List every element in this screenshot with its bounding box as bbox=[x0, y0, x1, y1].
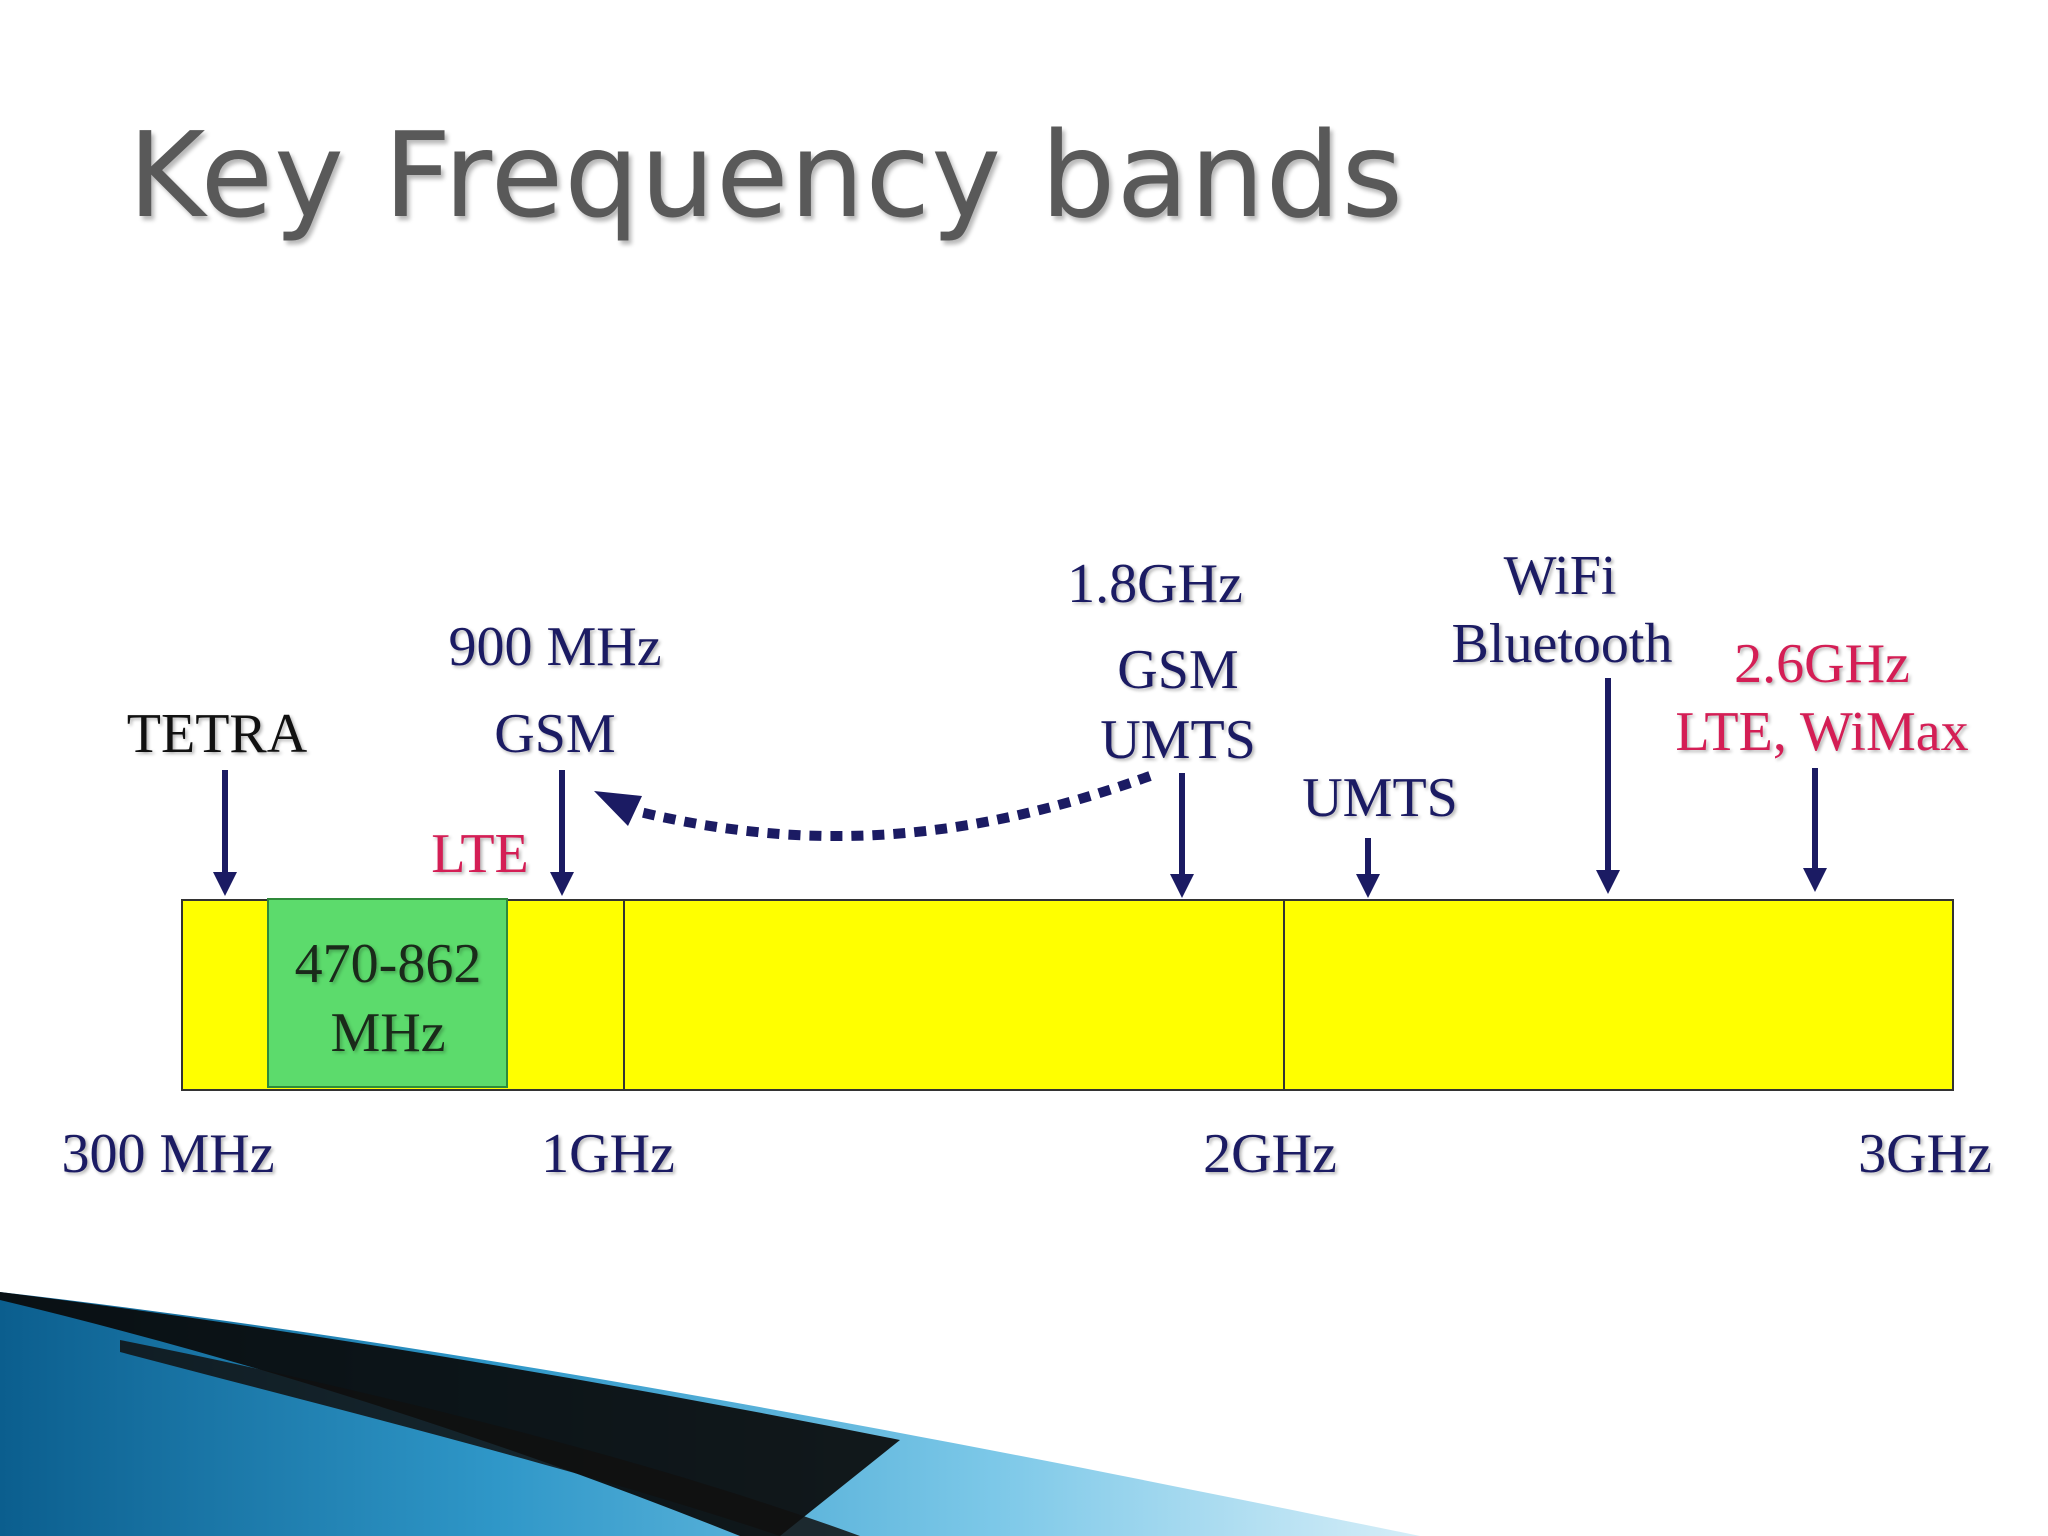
axis-label-3ghz: 3GHz bbox=[1858, 1123, 1992, 1185]
label-900mhz: 900 MHz bbox=[448, 616, 662, 678]
label-lte-wimax: LTE, WiMax bbox=[1675, 701, 1969, 763]
label-tetra: TETRA bbox=[126, 703, 308, 765]
label-umts: UMTS bbox=[1302, 767, 1458, 829]
highlight-label-unit: MHz bbox=[330, 1002, 446, 1064]
axis-label-300mhz: 300 MHz bbox=[61, 1123, 275, 1185]
label-wifi: WiFi bbox=[1503, 545, 1617, 607]
highlight-band-470-862 bbox=[267, 898, 508, 1088]
axis-label-1ghz: 1GHz bbox=[541, 1123, 675, 1185]
slide-title: Key Frequency bands bbox=[128, 106, 1404, 244]
label-umts-1800: UMTS bbox=[1100, 709, 1256, 771]
label-bluetooth: Bluetooth bbox=[1451, 613, 1673, 675]
refarming-arrowhead bbox=[594, 791, 642, 826]
label-gsm-1800: GSM bbox=[1117, 639, 1239, 701]
refarming-dashed-arrow bbox=[638, 771, 1152, 842]
highlight-label-range: 470-862 bbox=[294, 933, 482, 995]
label-gsm-900: GSM bbox=[494, 703, 616, 765]
label-2-6ghz: 2.6GHz bbox=[1734, 633, 1910, 695]
label-lte: LTE bbox=[431, 823, 529, 885]
label-1-8ghz: 1.8GHz bbox=[1067, 553, 1243, 615]
axis-label-2ghz: 2GHz bbox=[1203, 1123, 1337, 1185]
